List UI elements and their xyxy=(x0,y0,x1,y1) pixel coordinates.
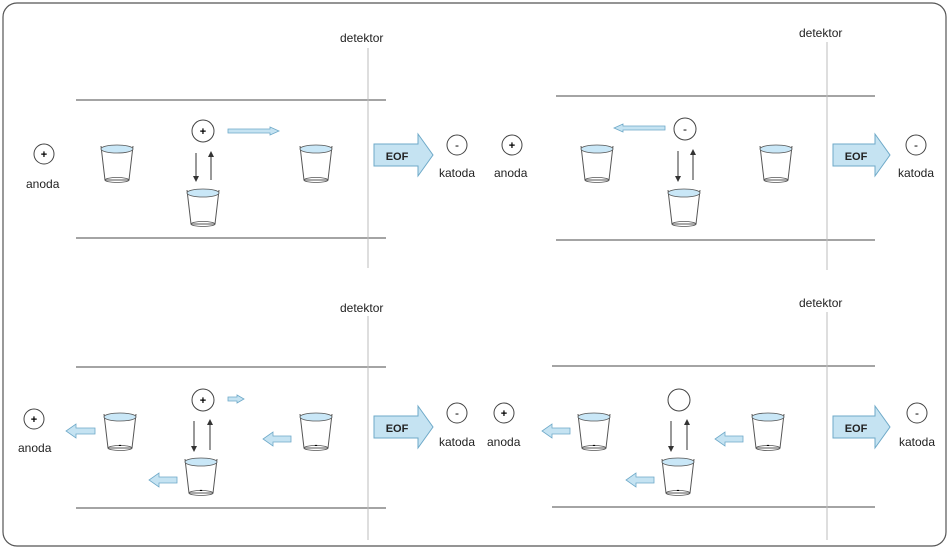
cup-charge: - xyxy=(677,485,680,495)
anode-label: anoda xyxy=(18,441,52,455)
cup-left: - xyxy=(103,412,137,451)
cathode-label: katoda xyxy=(439,435,475,449)
migration-arrow-left xyxy=(613,123,666,133)
particle-negative: - xyxy=(673,117,697,141)
anode-symbol: + xyxy=(33,143,55,165)
anode-label: anoda xyxy=(26,177,60,191)
flow-arrow-left xyxy=(262,431,292,447)
cathode-symbol: - xyxy=(446,402,468,424)
particle-sign: + xyxy=(200,395,206,407)
eof-label: EOF xyxy=(845,423,868,435)
cathode-label: katoda xyxy=(898,166,934,180)
cathode-symbol: - xyxy=(905,134,927,156)
particle-sign: - xyxy=(683,122,687,136)
cup-right: - xyxy=(299,412,333,451)
cup-right xyxy=(299,144,333,183)
cathode-sign: - xyxy=(914,138,918,152)
eof-label: EOF xyxy=(845,151,868,163)
eof-arrow: EOF xyxy=(832,132,891,178)
flow-arrow-left xyxy=(541,423,571,439)
cathode-symbol: - xyxy=(446,134,468,156)
cup-charge: - xyxy=(119,440,122,450)
cup-left xyxy=(580,144,614,183)
flow-arrow-left xyxy=(148,472,178,488)
cup-bottom: - xyxy=(184,457,218,496)
cup-charge: - xyxy=(315,440,318,450)
eof-label: EOF xyxy=(386,423,409,435)
cup-charge: - xyxy=(767,440,770,450)
eof-arrow: EOF xyxy=(373,404,434,450)
flow-arrow-left xyxy=(714,431,744,447)
anode-sign: + xyxy=(41,149,47,161)
eof-label: EOF xyxy=(386,151,409,163)
anode-sign: + xyxy=(31,414,37,426)
cathode-label: katoda xyxy=(899,435,935,449)
anode-symbol: + xyxy=(23,408,45,430)
cathode-sign: - xyxy=(455,138,459,152)
anode-symbol: + xyxy=(501,134,523,156)
flow-arrow-left xyxy=(625,472,655,488)
panel-top-right: detektor + anoda - E xyxy=(494,26,934,270)
cup-right xyxy=(759,144,793,183)
panel-top-left: detektor + anoda + E xyxy=(26,31,475,268)
particle-positive: + xyxy=(191,388,215,412)
eof-arrow: EOF xyxy=(832,404,891,450)
detector-label: detektor xyxy=(799,26,842,40)
cup-left xyxy=(100,144,134,183)
detector-label: detektor xyxy=(799,296,842,310)
eof-arrow: EOF xyxy=(373,132,434,178)
cup-charge: - xyxy=(200,485,203,495)
anode-symbol: + xyxy=(493,402,515,424)
particle-positive: + xyxy=(191,119,215,143)
cup-bottom: - xyxy=(661,457,695,496)
cathode-symbol: - xyxy=(906,402,928,424)
cathode-label: katoda xyxy=(439,166,475,180)
anode-sign: + xyxy=(501,408,507,420)
anode-sign: + xyxy=(509,140,515,152)
particle-sign: + xyxy=(200,126,206,138)
panel-bottom-left: detektor + anoda - - - + xyxy=(18,301,475,540)
flow-arrow-left xyxy=(65,423,96,439)
cup-left: - xyxy=(577,412,611,451)
cup-right: - xyxy=(751,412,785,451)
particle-neutral xyxy=(667,388,691,412)
cathode-sign: - xyxy=(455,406,459,420)
migration-arrow-right xyxy=(227,394,245,404)
cup-bottom xyxy=(186,188,220,227)
anode-label: anoda xyxy=(487,435,521,449)
cathode-sign: - xyxy=(915,406,919,420)
migration-arrow-right xyxy=(227,126,280,136)
detector-label: detektor xyxy=(340,301,383,315)
anode-label: anoda xyxy=(494,166,528,180)
detector-label: detektor xyxy=(340,31,383,45)
panel-bottom-right: detektor + anoda - - - xyxy=(487,296,935,540)
cup-charge: - xyxy=(593,440,596,450)
cup-bottom xyxy=(667,188,701,227)
